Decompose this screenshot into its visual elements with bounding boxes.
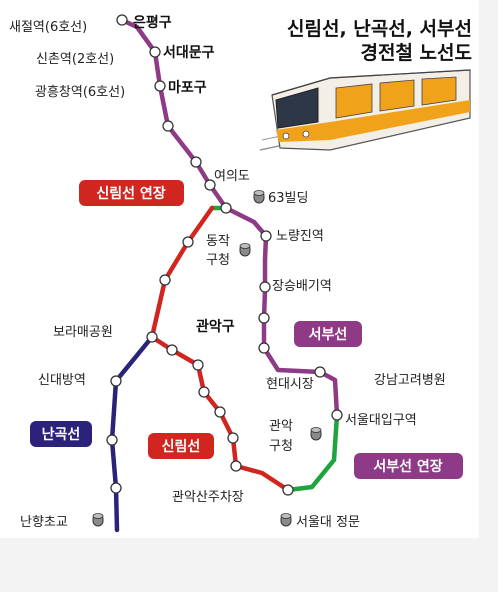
station-circle-icon[interactable] [258, 312, 270, 324]
station-circle-icon[interactable] [116, 14, 128, 26]
tag-seobu: 서부선 [294, 321, 362, 347]
tag-sillim: 신림선 [148, 433, 214, 459]
tag-sillim-extension-label: 신림선 연장 [96, 185, 165, 202]
station-circle-icon[interactable] [214, 406, 226, 418]
nangok-line [109, 334, 155, 533]
tag-sillim-extension: 신림선 연장 [79, 180, 184, 206]
landmark-marker-icon [92, 513, 104, 527]
station-label-noryangjin: 노량진역 [276, 229, 324, 244]
station-circle-icon[interactable] [166, 344, 178, 356]
station-circle-icon[interactable] [162, 120, 174, 132]
station-label-sinchon: 신촌역(2호선) [36, 52, 114, 67]
landmark-marker-icon [280, 513, 292, 527]
station-circle-icon[interactable] [282, 484, 294, 496]
right-margin [479, 0, 498, 538]
station-circle-icon[interactable] [146, 331, 158, 343]
station-label-yeouido: 여의도 [214, 169, 250, 184]
landmark-label-dongjak-1: 동작 [206, 234, 230, 249]
station-circle-icon[interactable] [159, 274, 171, 286]
station-circle-icon[interactable] [204, 179, 216, 191]
tag-seobu-extension-label: 서부선 연장 [373, 458, 442, 475]
district-label-gwanak: 관악구 [196, 318, 235, 335]
tag-sillim-label: 신림선 [162, 439, 201, 455]
map-title-line1: 신림선, 난곡선, 서부선 [287, 18, 472, 40]
station-label-seoul-univ-station: 서울대입구역 [345, 413, 417, 428]
station-circle-icon[interactable] [260, 230, 272, 242]
station-label-sindaebang: 신대방역 [38, 373, 86, 388]
tag-nangok-label: 난곡선 [42, 426, 81, 443]
station-label-janggseungbaegi: 장승배기역 [272, 279, 332, 294]
landmark-label-gwanak-office-2: 구청 [269, 439, 293, 454]
station-circle-icon[interactable] [149, 46, 161, 58]
district-label-eunpyeong: 은평구 [133, 14, 172, 31]
station-circle-icon[interactable] [106, 434, 118, 446]
district-label-mapo: 마포구 [168, 80, 207, 96]
route-map: 신림선, 난곡선, 서부선 경전철 노선도 새절역(6호선) 은평구 신촌역(2… [9, 14, 473, 533]
landmark-label-gwanak-office-1: 관악 [269, 419, 293, 434]
station-label-nanhyang-school: 난향초교 [20, 515, 68, 530]
landmark-marker-icon [239, 243, 251, 257]
seobu-line [119, 17, 340, 418]
station-circle-icon[interactable] [258, 342, 270, 354]
station-label-hyundai-market: 현대시장 [266, 377, 314, 392]
station-circle-icon[interactable] [314, 366, 326, 378]
station-label-boramae: 보라매공원 [53, 325, 113, 340]
landmark-label-gangnam-hospital: 강남고려병원 [374, 373, 446, 388]
seobu-extension-line [285, 412, 340, 493]
tag-nangok: 난곡선 [30, 421, 92, 447]
station-circle-icon[interactable] [227, 432, 239, 444]
station-label-gwanaksan-parking: 관악산주차장 [172, 490, 244, 505]
landmark-markers [92, 190, 322, 527]
landmark-label-dongjak-2: 구청 [206, 253, 230, 268]
station-circle-icon[interactable] [154, 80, 166, 92]
station-circle-icon[interactable] [192, 359, 204, 371]
bottom-margin [0, 538, 498, 592]
train-illustration [259, 69, 471, 151]
station-circle-icon[interactable] [198, 386, 210, 398]
station-circle-icon[interactable] [182, 236, 194, 248]
station-circle-icon[interactable] [110, 375, 122, 387]
station-label-gwangheungchang: 광흥창역(6호선) [35, 85, 125, 100]
landmark-marker-icon [310, 427, 322, 441]
landmark-label-63building: 63빌딩 [268, 191, 308, 206]
map-title-line2: 경전철 노선도 [361, 42, 473, 64]
tag-seobu-extension: 서부선 연장 [354, 453, 463, 479]
station-label-saejeol: 새절역(6호선) [9, 20, 87, 35]
district-label-seodaemun: 서대문구 [163, 45, 215, 61]
station-circle-icon[interactable] [230, 460, 242, 472]
landmark-marker-icon [253, 190, 265, 204]
station-circle-icon[interactable] [259, 281, 271, 293]
station-circle-icon[interactable] [331, 409, 343, 421]
tag-seobu-label: 서부선 [309, 327, 348, 343]
station-circle-icon[interactable] [220, 202, 232, 214]
landmark-label-seoul-univ-gate: 서울대 정문 [296, 515, 360, 530]
station-circle-icon[interactable] [110, 482, 122, 494]
station-circle-icon[interactable] [190, 156, 202, 168]
